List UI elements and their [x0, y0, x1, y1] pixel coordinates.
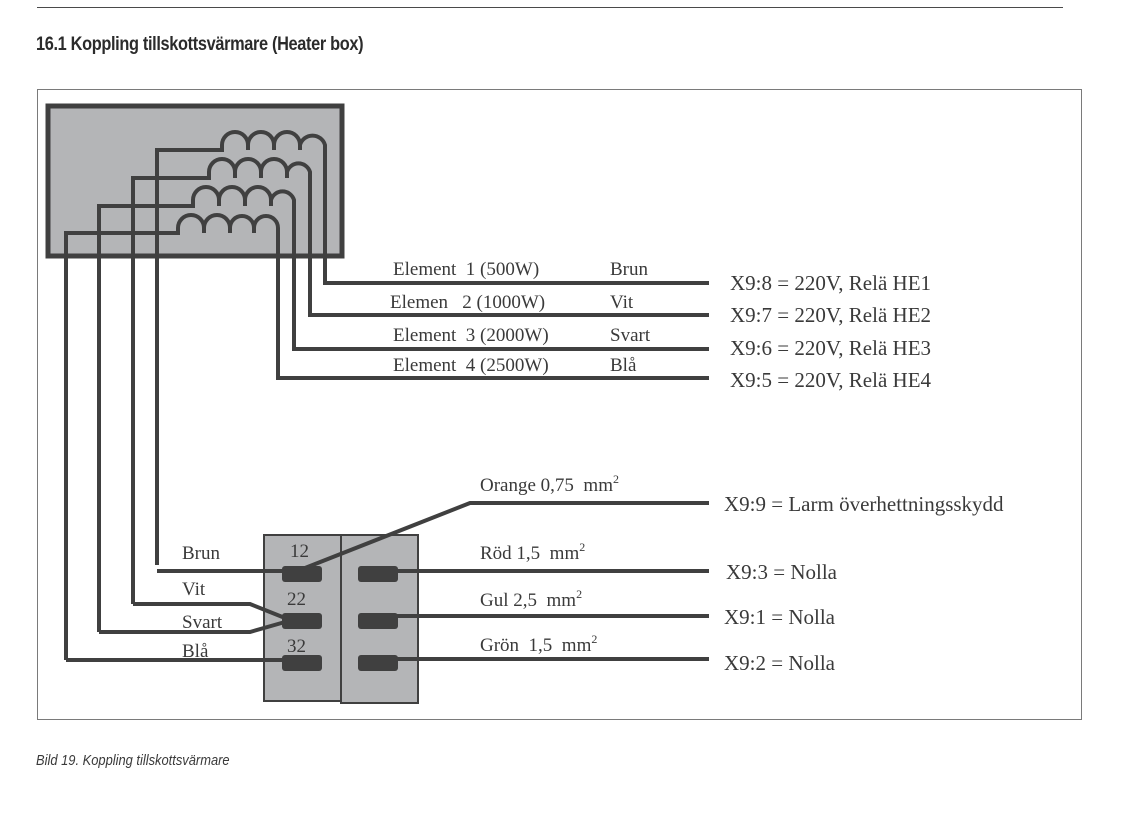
figure-caption: Bild 19. Koppling tillskottsvärmare: [36, 752, 230, 769]
wire-orange: [304, 501, 709, 570]
coil-3-wire: [97, 185, 709, 632]
terminal-x9-5: X9:5 = 220V, Relä HE4: [730, 368, 932, 392]
pin-22: [282, 613, 322, 629]
wire-label-gron: Grön 1,5 mm2: [480, 632, 597, 656]
wire-vit-to-22: [133, 602, 286, 620]
figure-frame: [37, 89, 1082, 720]
wire-svart-to-22: [99, 620, 286, 634]
wire-label-rod: Röd 1,5 mm2: [480, 540, 585, 564]
terminal-x9-7: X9:7 = 220V, Relä HE2: [730, 303, 931, 327]
terminal-x9-6: X9:6 = 220V, Relä HE3: [730, 336, 931, 360]
pin-32: [282, 655, 322, 671]
wire-label-gul: Gul 2,5 mm2: [480, 587, 582, 611]
top-rule: [37, 7, 1063, 8]
element-2-color: Vit: [610, 292, 634, 313]
terminal-x9-2: X9:2 = Nolla: [724, 651, 836, 675]
section-title: 16.1 Koppling tillskottsvärmare (Heater …: [36, 34, 364, 55]
pin-right-1: [358, 566, 398, 582]
element-1-label: Element 1 (500W): [393, 259, 539, 280]
wire-label-bla: Blå: [182, 641, 209, 662]
terminal-x9-9: X9:9 = Larm överhettningsskydd: [724, 492, 1004, 516]
coil-2-wire: [131, 157, 709, 604]
pin-12: [282, 566, 322, 582]
terminal-x9-8: X9:8 = 220V, Relä HE1: [730, 271, 931, 295]
pin-right-3: [358, 655, 398, 671]
wire-label-svart: Svart: [182, 612, 223, 633]
terminal-x9-3: X9:3 = Nolla: [726, 560, 838, 584]
element-3-color: Svart: [610, 325, 651, 346]
element-4-color: Blå: [610, 355, 637, 376]
coil-1-wire: [155, 130, 709, 565]
wire-label-brun: Brun: [182, 543, 221, 564]
pin-12-label: 12: [290, 541, 309, 562]
wire-label-vit: Vit: [182, 579, 206, 600]
pin-22-label: 22: [287, 589, 306, 610]
wire-label-orange: Orange 0,75 mm2: [480, 472, 619, 496]
pin-32-label: 32: [287, 636, 306, 657]
element-3-label: Element 3 (2000W): [393, 325, 549, 346]
terminal-x9-1: X9:1 = Nolla: [724, 605, 836, 629]
element-2-label: Elemen 2 (1000W): [390, 292, 545, 313]
element-4-label: Element 4 (2500W): [393, 355, 549, 376]
coil-4-wire: [64, 213, 709, 660]
element-1-color: Brun: [610, 259, 649, 280]
pin-right-2: [358, 613, 398, 629]
